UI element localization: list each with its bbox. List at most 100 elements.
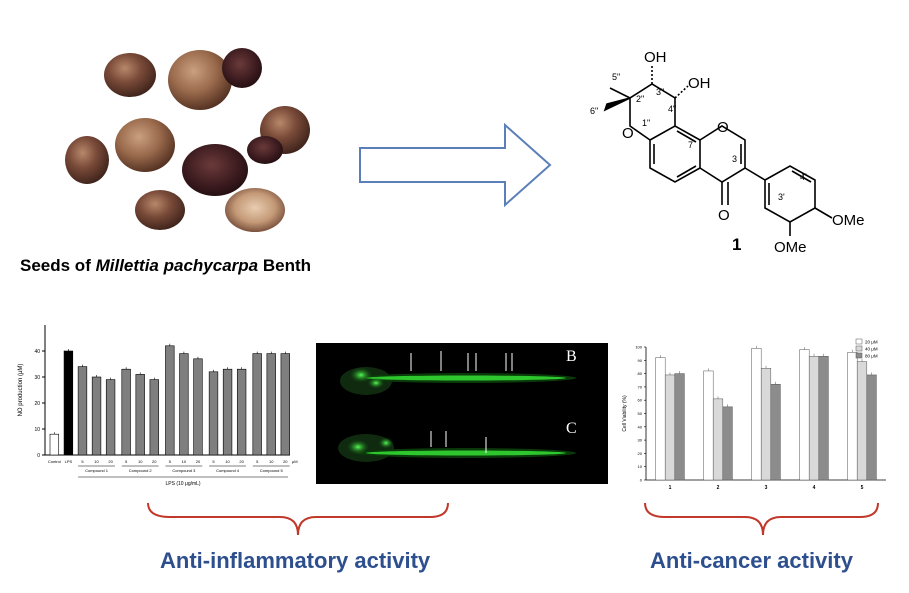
no-y-tick-label: 20 (34, 401, 40, 407)
no-group-label: Compound 1 (85, 468, 109, 473)
zebrafish-fluorescence-image: B C (316, 343, 608, 484)
no-group-label: Compound 2 (129, 468, 153, 473)
no-x-tick-label: 20 (283, 459, 288, 464)
svg-text:2": 2" (636, 94, 644, 104)
no-x-tick-label: 10 (269, 459, 274, 464)
svg-text:4": 4" (668, 104, 676, 114)
no-bar (165, 345, 175, 456)
svg-text:O: O (717, 119, 729, 136)
no-bar (77, 366, 88, 456)
cv-bar (664, 374, 676, 481)
no-x-tick-label: 20 (108, 459, 113, 464)
cv-y-tick-label: 0 (640, 478, 643, 483)
transform-arrow (359, 122, 552, 208)
svg-text:C: C (566, 420, 577, 437)
no-x-tick-label: 5 (125, 459, 128, 464)
svg-text:7: 7 (688, 140, 693, 150)
no-x-tick-label: 20 (152, 459, 157, 464)
no-bar (149, 379, 159, 456)
no-bar (105, 379, 116, 456)
no-bar (121, 368, 131, 456)
anti-inflammatory-label: Anti-inflammatory activity (160, 548, 431, 573)
no-x-tick-label: 20 (239, 459, 244, 464)
no-bar (222, 368, 233, 456)
svg-text:OMe: OMe (774, 239, 807, 256)
no-x-tick-label: 10 (182, 459, 187, 464)
cv-legend-swatch (855, 345, 863, 352)
no-x-tick-label: Control (48, 459, 61, 464)
cv-bar (856, 361, 868, 481)
cv-bar (866, 374, 877, 481)
no-unit-label: μM (292, 459, 298, 464)
no-x-tick-label: LPS (65, 459, 73, 464)
anti-cancer-label: Anti-cancer activity (650, 548, 853, 573)
cv-legend-label: 40 μM (865, 347, 878, 352)
cv-x-tick-label: 2 (717, 485, 720, 491)
no-bar (63, 350, 74, 456)
cv-y-tick-label: 80 (638, 371, 643, 376)
cv-bar (760, 368, 772, 481)
cv-legend-swatch (855, 352, 863, 359)
no-bar (208, 371, 219, 456)
svg-text:OH: OH (644, 49, 667, 66)
no-bar (91, 376, 102, 456)
no-group-label: Compound 4 (216, 468, 240, 473)
no-y-tick-label: 40 (34, 349, 40, 355)
cv-bar (808, 356, 820, 481)
no-x-tick-label: 5 (81, 459, 84, 464)
cv-legend-label: 20 μM (865, 340, 878, 345)
no-group-label: Compound 3 (172, 468, 196, 473)
no-bar (280, 353, 290, 456)
no-group-label: Compound 5 (260, 468, 284, 473)
no-bar (193, 358, 203, 456)
no-x-tick-label: 5 (212, 459, 215, 464)
no-x-axis-label: LPS (10 μg/mL) (165, 481, 200, 487)
compound-number: 1 (732, 235, 741, 254)
cv-y-tick-label: 10 (638, 464, 643, 469)
zebrafish-arrows (410, 351, 513, 453)
cv-bar (847, 352, 858, 481)
svg-text:O: O (622, 125, 634, 142)
cv-bar (722, 406, 733, 481)
compound-structure: 5" 6" 2" 3" 4" 1" 7 3 3' 4' OH OH O O O … (590, 49, 865, 256)
no-y-tick-label: 30 (34, 375, 40, 381)
no-bar (135, 374, 145, 456)
cv-y-tick-label: 90 (638, 358, 643, 363)
cv-legend-label: 80 μM (865, 354, 878, 359)
cv-y-tick-label: 20 (638, 451, 643, 456)
cv-y-tick-label: 60 (638, 398, 643, 403)
no-x-tick-label: 5 (169, 459, 172, 464)
svg-text:3: 3 (732, 154, 737, 164)
cv-x-tick-label: 4 (813, 485, 816, 491)
cv-x-tick-label: 3 (765, 485, 768, 491)
cv-y-tick-label: 100 (635, 345, 642, 350)
seeds-caption: Seeds of Millettia pachycarpa Benth (20, 256, 311, 275)
cv-legend-swatch (855, 338, 863, 345)
svg-text:OMe: OMe (832, 212, 865, 229)
no-bar (266, 353, 276, 456)
no-x-tick-label: 10 (94, 459, 99, 464)
no-y-tick-label: 10 (34, 427, 40, 433)
cv-bar (751, 348, 762, 481)
cv-y-tick-label: 70 (638, 384, 643, 389)
cv-bar (703, 370, 714, 481)
cv-bar (818, 356, 829, 481)
cv-bar (770, 383, 781, 481)
activity-brackets (147, 502, 879, 536)
cv-y-tick-label: 30 (638, 438, 643, 443)
cv-bar (799, 349, 810, 481)
no-bar (252, 353, 262, 456)
no-x-tick-label: 5 (256, 459, 259, 464)
svg-text:1": 1" (642, 118, 650, 128)
no-bar (179, 353, 189, 456)
cv-bar (712, 398, 724, 481)
svg-text:3': 3' (778, 192, 785, 202)
svg-text:6": 6" (590, 106, 598, 116)
cv-y-tick-label: 50 (638, 411, 643, 416)
no-y-tick-label: 0 (37, 453, 40, 459)
no-x-tick-label: 20 (196, 459, 201, 464)
svg-text:4': 4' (800, 172, 807, 182)
cv-bar (674, 373, 685, 481)
